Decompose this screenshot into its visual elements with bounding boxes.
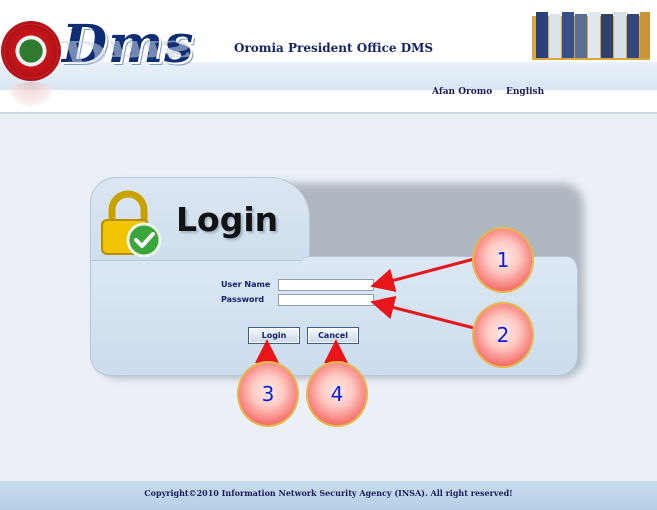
callout-4: 4 xyxy=(306,361,368,427)
language-link-english[interactable]: English xyxy=(506,87,545,97)
padlock-check-icon xyxy=(101,190,162,258)
password-input[interactable] xyxy=(278,294,374,306)
site-title: Oromia President Office DMS xyxy=(234,41,434,55)
username-label: User Name xyxy=(221,280,271,289)
footer xyxy=(0,481,657,510)
dms-logo-reflection: Dms xyxy=(62,33,192,70)
copyright-text: Copyright©2010 Information Network Secur… xyxy=(144,488,513,498)
username-input[interactable] xyxy=(278,279,374,291)
header-band xyxy=(0,62,657,90)
login-heading: Login xyxy=(176,200,279,239)
login-panel-top-edge xyxy=(300,256,576,267)
header-divider xyxy=(0,112,657,114)
callout-3: 3 xyxy=(237,361,299,427)
callout-2: 2 xyxy=(472,302,534,368)
callout-1: 1 xyxy=(472,227,534,293)
dms-logo: Dms xyxy=(62,14,195,75)
emblem-icon xyxy=(4,24,58,78)
login-button[interactable]: Login xyxy=(248,327,300,344)
language-link-afan-oromo[interactable]: Afan Oromo xyxy=(432,87,493,97)
binders-icon xyxy=(532,12,650,60)
cancel-button[interactable]: Cancel xyxy=(307,327,359,344)
emblem-reflection xyxy=(6,82,56,108)
password-label: Password xyxy=(221,295,265,304)
